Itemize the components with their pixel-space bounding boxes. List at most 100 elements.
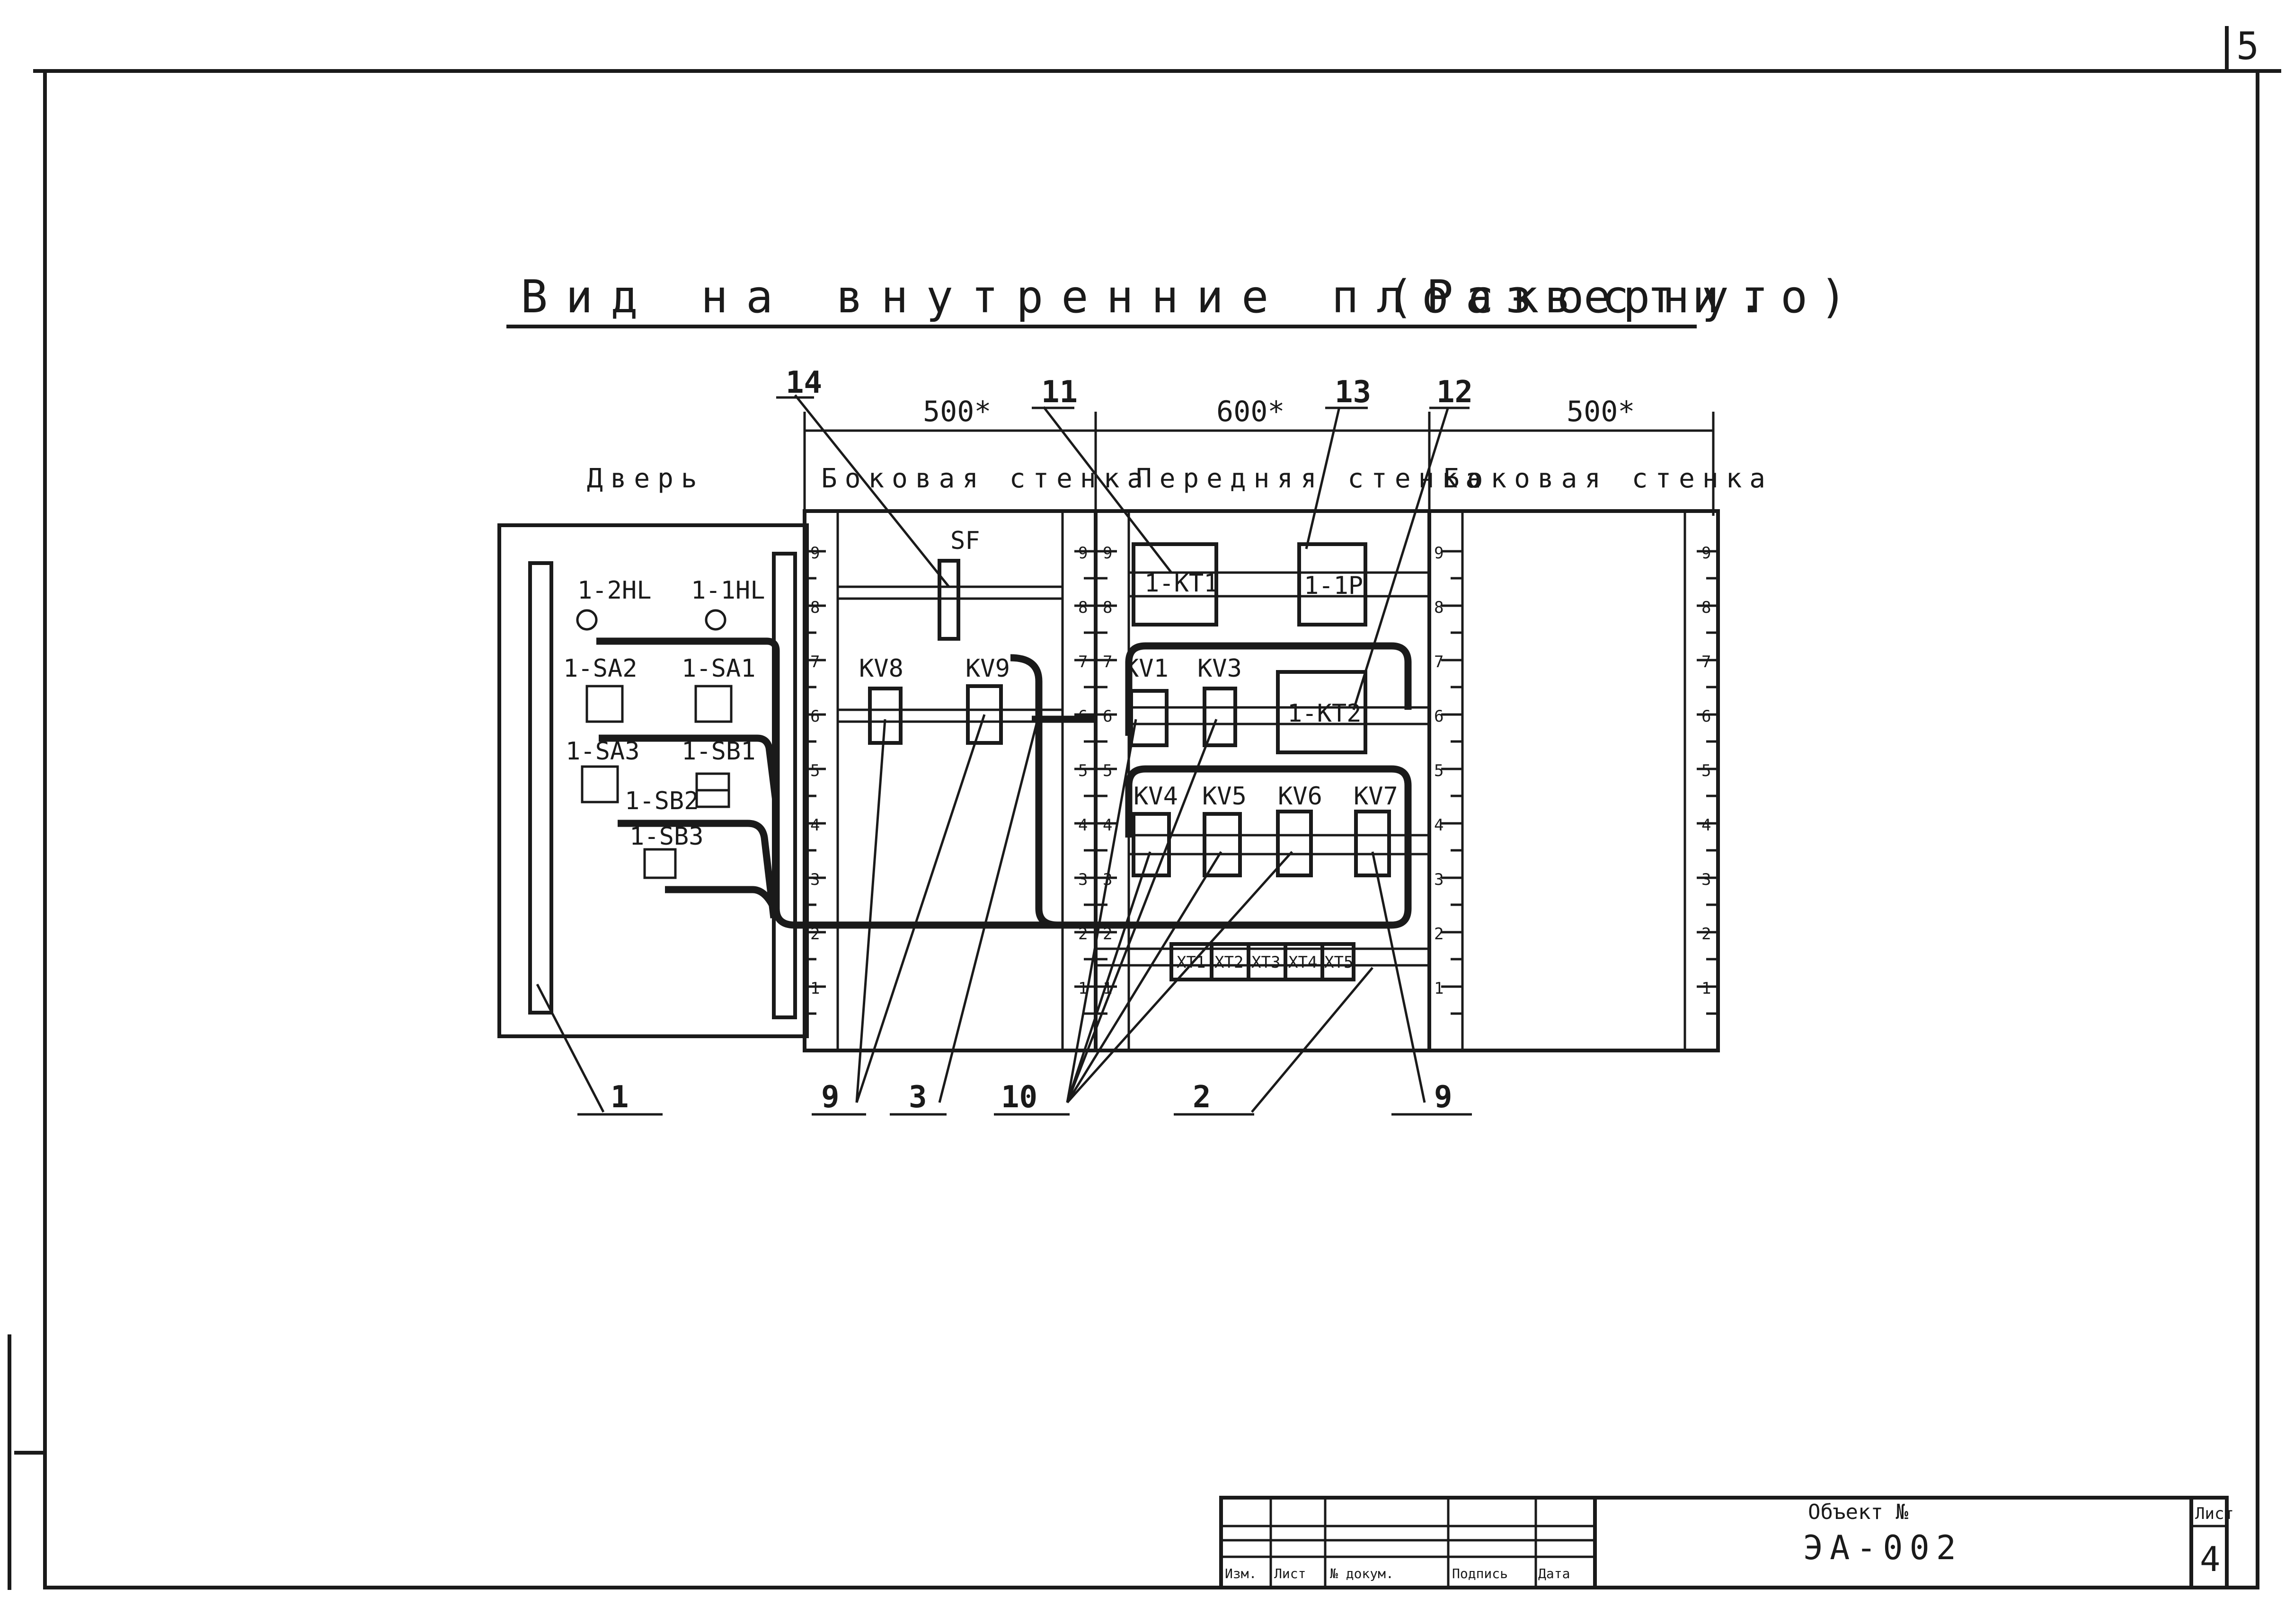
device-1-1HL: 1-1HL — [691, 576, 765, 605]
device-1-SB1: 1-SB1 — [682, 737, 756, 766]
scale-mark: 1 — [1701, 979, 1711, 998]
position-9-right: 9 — [1434, 1080, 1453, 1115]
position-labels — [577, 396, 1472, 1116]
scale-mark: 6 — [1701, 707, 1711, 726]
scale-mark: 5 — [1701, 761, 1711, 780]
wall-label-side-left: Боковая стенка — [821, 463, 1151, 494]
leader-lines — [536, 394, 1450, 1113]
position-9-left: 9 — [821, 1080, 840, 1115]
device-1-SA1: 1-SA1 — [682, 654, 756, 683]
wall-dimension-3: 500* — [1567, 395, 1635, 428]
device-1-2HL: 1-2HL — [577, 576, 652, 605]
scale-mark: 4 — [1701, 816, 1711, 835]
scale-mark: 9 — [1078, 544, 1088, 563]
scale-mark: 5 — [810, 761, 820, 780]
wall-label-front: Передняя стенка — [1136, 463, 1489, 494]
scale-mark: 1 — [1434, 979, 1444, 998]
scale-mark: 2 — [1078, 925, 1088, 944]
device-KV4: KV4 — [1134, 782, 1178, 811]
device-KV8: KV8 — [859, 654, 903, 683]
door-wiring — [596, 637, 1058, 929]
scale-mark: 9 — [1701, 544, 1711, 563]
scale-mark: 6 — [1434, 707, 1444, 726]
stamp-header-sign: Подпись — [1452, 1566, 1508, 1581]
scale-mark: 8 — [1078, 598, 1088, 617]
position-13: 13 — [1335, 375, 1371, 410]
scale-mark: 7 — [810, 653, 820, 671]
scale-mark: 7 — [1078, 653, 1088, 671]
device-1-KT1: 1-KT1 — [1144, 569, 1219, 598]
scale-mark: 5 — [1103, 761, 1112, 780]
scale-mark: 5 — [1078, 761, 1088, 780]
scale-mark: 4 — [810, 816, 820, 835]
scale-mark: 9 — [1103, 544, 1112, 563]
stamp-header-date: Дата — [1538, 1566, 1570, 1581]
scale-mark: 3 — [1701, 870, 1711, 889]
position-12: 12 — [1436, 375, 1473, 410]
object-label: Объект № — [1808, 1500, 1908, 1524]
object-code: ЭА-002 — [1803, 1528, 1963, 1567]
scale-mark: 7 — [1434, 653, 1444, 671]
scale-mark: 3 — [1078, 870, 1088, 889]
side-wall-left — [803, 509, 1098, 1052]
scale-mark: 7 — [1701, 653, 1711, 671]
scale-mark: 4 — [1103, 816, 1112, 835]
scale-mark: 9 — [1434, 544, 1444, 563]
scale-ticks — [805, 550, 1718, 1015]
sheet-label: Лист — [2195, 1504, 2234, 1523]
device-1-SB2: 1-SB2 — [625, 787, 699, 815]
side-wall-devices — [868, 559, 1003, 745]
terminal-XT4: XT4 — [1288, 953, 1317, 972]
terminal-XT3: XT3 — [1251, 953, 1280, 972]
scale-mark: 8 — [1434, 598, 1444, 617]
drawing-title-note: (Развернуто) — [1387, 271, 1859, 323]
scale-mark: 2 — [810, 925, 820, 944]
scale-mark: 8 — [1103, 598, 1112, 617]
scale-mark: 4 — [1434, 816, 1444, 835]
wiring-channels — [838, 642, 1412, 929]
wall-label-side-right: Боковая стенка — [1444, 463, 1773, 494]
position-10: 10 — [1001, 1080, 1037, 1115]
wall-dimension-2: 600* — [1216, 395, 1285, 428]
drawing-title: Вид на внутренние плоскости. — [521, 271, 1782, 323]
scale-mark: 3 — [1434, 870, 1444, 889]
scale-mark: 4 — [1078, 816, 1088, 835]
device-1-SB3: 1-SB3 — [629, 822, 704, 851]
scale-mark: 9 — [810, 544, 820, 563]
door-label: Дверь — [587, 463, 705, 494]
scale-mark: 2 — [1103, 925, 1112, 944]
device-SF: SF — [950, 527, 980, 555]
sheet-corner-number: 5 — [2236, 24, 2259, 68]
scale-mark: 6 — [810, 707, 820, 726]
front-wall-devices — [1129, 542, 1391, 877]
terminal-XT2: XT2 — [1214, 953, 1243, 972]
position-2: 2 — [1193, 1080, 1211, 1115]
terminal-blocks — [1169, 942, 1355, 981]
scale-mark: 3 — [810, 870, 820, 889]
device-1-1P: 1-1P — [1304, 572, 1363, 600]
sheet-number: 4 — [2200, 1539, 2220, 1579]
scale-mark: 2 — [1701, 925, 1711, 944]
wall-dimension-1: 500* — [923, 395, 992, 428]
scale-mark: 2 — [1434, 925, 1444, 944]
side-wall-right — [1427, 509, 1720, 1052]
scale-mark: 8 — [810, 598, 820, 617]
stamp-header-izm: Изм. — [1225, 1566, 1257, 1581]
device-KV9: KV9 — [965, 654, 1010, 683]
device-1-KT2: 1-KT2 — [1287, 699, 1362, 728]
scale-mark: 5 — [1434, 761, 1444, 780]
door-devices — [576, 609, 733, 879]
scale-mark: 1 — [810, 979, 820, 998]
stamp-header-doc: № докум. — [1330, 1566, 1394, 1581]
scale-mark: 7 — [1103, 653, 1112, 671]
position-14: 14 — [786, 365, 822, 400]
position-3: 3 — [909, 1080, 927, 1115]
terminal-XT5: XT5 — [1324, 953, 1353, 972]
title-block — [1219, 1496, 2229, 1588]
scale-numbers: 9 8 7 6 5 4 3 2 1 9 8 7 6 5 4 3 2 1 9 8 … — [810, 544, 1711, 998]
scale-mark: 1 — [1078, 979, 1088, 998]
position-1: 1 — [611, 1080, 629, 1115]
device-KV7: KV7 — [1354, 782, 1398, 811]
device-KV3: KV3 — [1197, 654, 1242, 683]
